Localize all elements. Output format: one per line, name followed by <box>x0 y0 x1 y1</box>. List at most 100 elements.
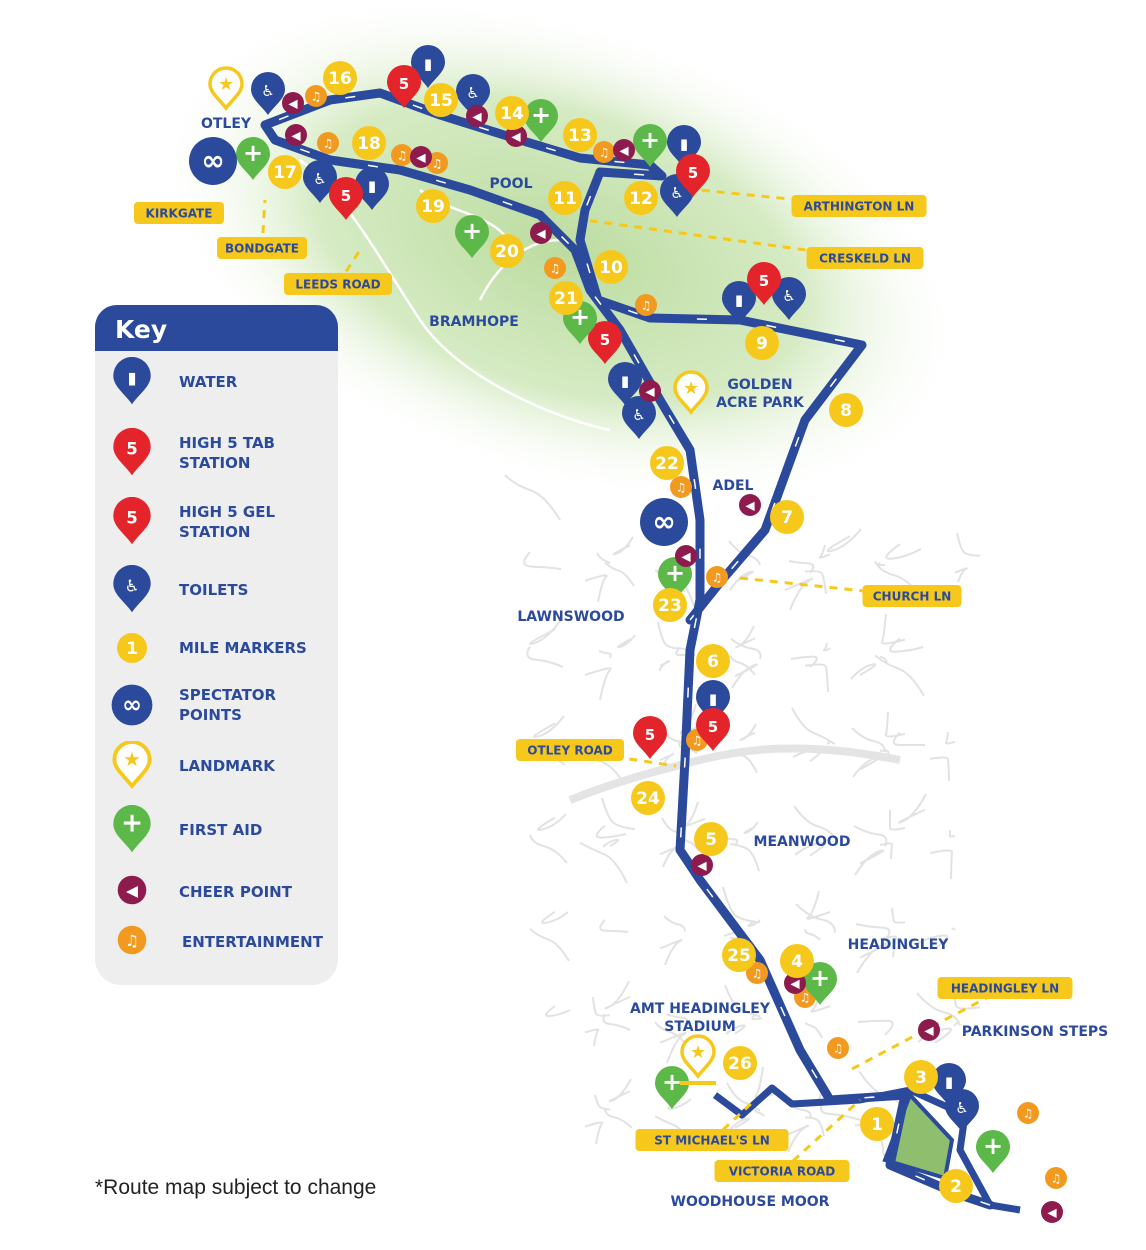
cheer-icon: ◀ <box>691 854 713 876</box>
toilets-icon: ♿ <box>945 1089 979 1132</box>
svg-text:◀: ◀ <box>745 499 755 513</box>
aid-icon: + <box>236 137 270 180</box>
water-icon: ▮ <box>113 357 151 405</box>
svg-text:♫: ♫ <box>692 734 703 748</box>
svg-text:★: ★ <box>690 1042 706 1063</box>
gel-icon: 5 <box>329 177 363 220</box>
mile-marker-22: 22 <box>650 446 684 480</box>
entertainment-icon: ♫ <box>305 85 327 107</box>
marathon-route <box>260 88 1021 1214</box>
mile-number: 8 <box>840 401 852 421</box>
mile-number: 17 <box>273 163 297 183</box>
gel-icon: 5 <box>676 154 710 197</box>
mile-marker-10: 10 <box>594 250 628 284</box>
svg-text:♫: ♫ <box>712 571 723 585</box>
svg-text:♿: ♿ <box>955 1099 968 1117</box>
svg-text:▮: ▮ <box>945 1073 953 1091</box>
toilets-icon: ♿ <box>772 277 806 320</box>
place-label: ADEL <box>713 478 754 494</box>
water-icon: ▮ <box>355 167 389 210</box>
place-label: OTLEY <box>201 116 252 132</box>
entertainment-icon: ♫ <box>670 476 692 498</box>
place-label: HEADINGLEY <box>848 937 950 953</box>
key-item-spectator: ∞SPECTATOR POINTS <box>95 683 338 727</box>
mile-number: 24 <box>636 789 660 809</box>
svg-text:◀: ◀ <box>472 110 482 124</box>
svg-text:★: ★ <box>218 74 234 95</box>
tab-icon: 5 <box>113 428 151 476</box>
mile-number: 13 <box>568 126 592 146</box>
aid-icon: + <box>455 215 489 258</box>
svg-text:+: + <box>662 1068 682 1096</box>
mile-marker-3: 3 <box>904 1060 938 1094</box>
svg-text:♫: ♫ <box>641 299 652 313</box>
cheer-icon: ◀ <box>410 146 432 168</box>
key-label: SPECTATOR POINTS <box>179 686 277 724</box>
mile-number: 11 <box>553 189 577 209</box>
svg-text:★: ★ <box>123 748 141 771</box>
entertainment-icon: ♫ <box>593 141 615 163</box>
svg-text:◀: ◀ <box>681 550 691 564</box>
key-item-aid: +FIRST AID <box>95 805 338 853</box>
place-label: MEANWOOD <box>754 834 851 850</box>
mile-marker-11: 11 <box>548 181 582 215</box>
footnote: *Route map subject to change <box>95 1176 377 1199</box>
cheer-icon: ◀ <box>613 139 635 161</box>
mile-marker-9: 9 <box>745 326 779 360</box>
landmark-icon: ★ <box>680 1034 716 1079</box>
svg-text:◀: ◀ <box>291 129 301 143</box>
cheer-icon: ◀ <box>739 494 761 516</box>
road-label-text: ARTHINGTON LN <box>804 200 915 214</box>
key-item-water: ▮ WATER <box>95 357 338 405</box>
key-label: FIRST AID <box>179 821 263 839</box>
mile-marker-16: 16 <box>323 61 357 95</box>
svg-text:5: 5 <box>341 187 351 205</box>
svg-text:★: ★ <box>683 378 699 399</box>
place-label: PARKINSON STEPS <box>962 1024 1108 1040</box>
key-item-entertainment: ♫ENTERTAINMENT <box>95 920 338 964</box>
mile-number: 3 <box>915 1068 927 1088</box>
road-label-text: CRESKELD LN <box>819 252 911 266</box>
mile-marker-23: 23 <box>653 588 687 622</box>
cheer-icon: ◀ <box>918 1019 940 1041</box>
key-label: TOILETS <box>179 581 249 599</box>
cheer-icon: ◀ <box>505 125 527 147</box>
mile-marker-25: 25 <box>722 938 756 972</box>
svg-text:∞: ∞ <box>652 505 675 538</box>
place-label: WOODHOUSE MOOR <box>671 1194 830 1210</box>
toilets-icon: ♿ <box>303 160 337 203</box>
cheer-icon: ◀ <box>675 545 697 567</box>
aid-icon: + <box>633 124 667 167</box>
svg-text:♫: ♫ <box>800 991 811 1005</box>
tab-icon: 5 <box>633 716 667 759</box>
svg-text:◀: ◀ <box>536 227 546 241</box>
svg-text:5: 5 <box>600 331 610 349</box>
svg-text:+: + <box>983 1132 1003 1160</box>
mile-marker-17: 17 <box>268 155 302 189</box>
svg-text:♫: ♫ <box>676 481 687 495</box>
mile-marker-7: 7 <box>770 500 804 534</box>
svg-text:♿: ♿ <box>782 287 795 305</box>
svg-text:◀: ◀ <box>790 977 800 991</box>
svg-text:◀: ◀ <box>288 97 298 111</box>
entertainment-icon: ♫ <box>117 925 147 955</box>
key-label: WATER <box>179 373 238 391</box>
mile-number: 19 <box>421 197 445 217</box>
toilets-icon: ♿ <box>113 565 151 613</box>
water-icon: ▮ <box>608 362 642 405</box>
road-label-creskeld-ln: CRESKELD LN <box>584 218 924 269</box>
svg-text:♫: ♫ <box>1051 1172 1062 1186</box>
cheer-icon: ◀ <box>466 105 488 127</box>
mile-number: 9 <box>756 334 768 354</box>
mile-number: 10 <box>599 258 623 278</box>
svg-text:▮: ▮ <box>680 135 688 153</box>
svg-text:5: 5 <box>126 439 137 458</box>
svg-text:◀: ◀ <box>511 130 521 144</box>
svg-text:5: 5 <box>645 726 655 744</box>
mile-marker-4: 4 <box>780 944 814 978</box>
landmark-icon: ★ <box>208 66 244 111</box>
svg-text:5: 5 <box>759 272 769 290</box>
road-label-victoria-road: VICTORIA ROAD <box>714 1098 862 1182</box>
svg-text:♫: ♫ <box>125 932 139 950</box>
